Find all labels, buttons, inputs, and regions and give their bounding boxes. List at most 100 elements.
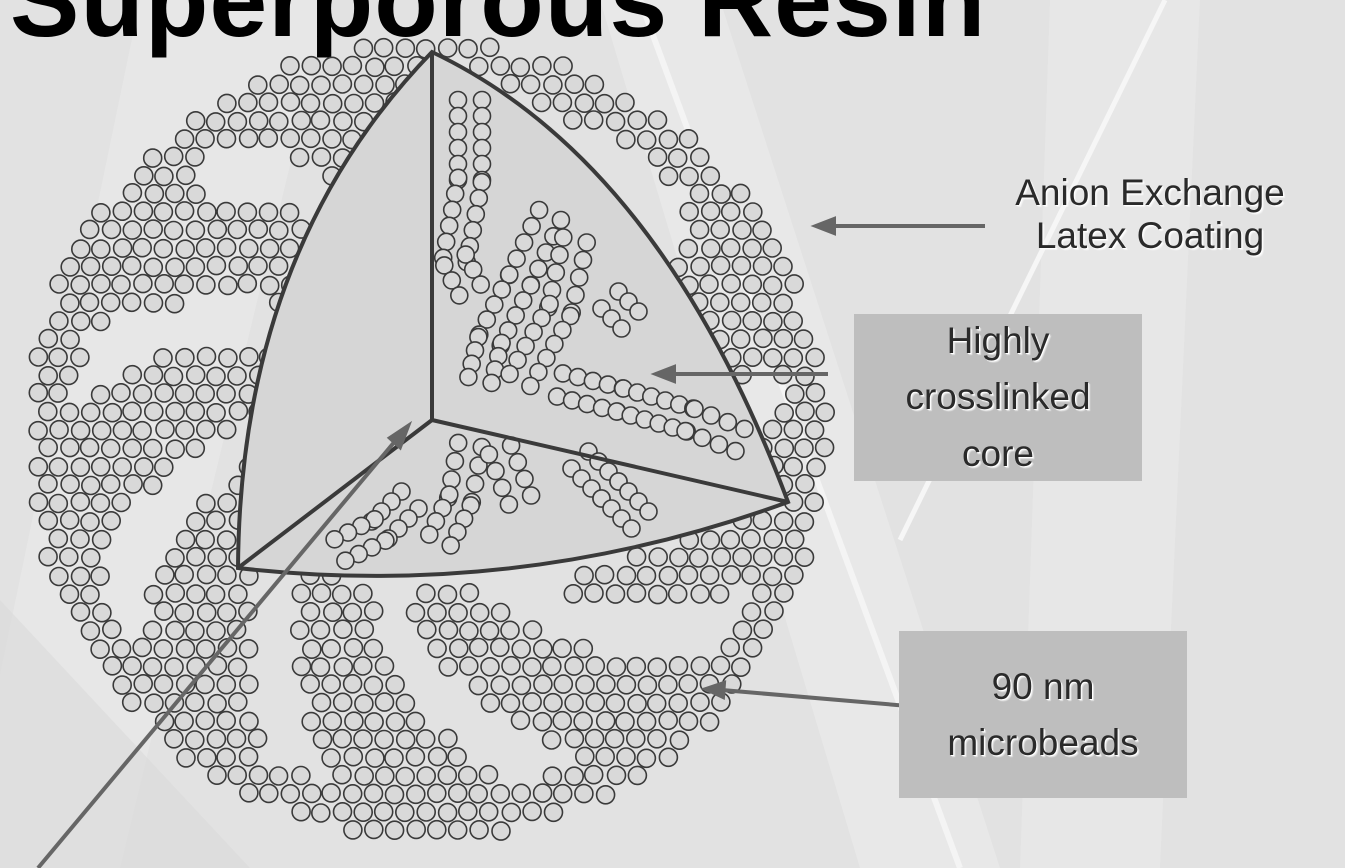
microbead — [617, 676, 635, 694]
microbead — [784, 458, 802, 476]
microbead — [775, 439, 793, 457]
microbead — [680, 130, 698, 148]
pore-bead — [441, 217, 458, 234]
microbead — [93, 531, 111, 549]
microbead — [229, 257, 247, 275]
microbead — [732, 330, 750, 348]
microbead — [732, 184, 750, 202]
pore-bead — [450, 434, 467, 451]
microbead — [261, 277, 279, 295]
microbead — [545, 803, 563, 821]
microbead — [155, 167, 173, 185]
microbead — [574, 712, 592, 730]
microbead — [81, 513, 99, 531]
microbead — [449, 821, 467, 839]
microbead — [365, 820, 383, 838]
microbead — [753, 584, 771, 602]
microbead — [691, 258, 709, 276]
microbead — [103, 657, 121, 675]
microbead — [439, 39, 457, 57]
microbead — [438, 766, 456, 784]
microbead — [155, 602, 173, 620]
microbead — [554, 675, 572, 693]
microbead — [333, 586, 351, 604]
microbead — [92, 240, 110, 258]
microbead — [439, 658, 457, 676]
microbead — [123, 439, 141, 457]
microbead — [376, 657, 394, 675]
microbead — [156, 566, 174, 584]
microbead — [366, 749, 384, 767]
microbead — [387, 713, 405, 731]
microbead — [680, 566, 698, 584]
microbead — [732, 257, 750, 275]
microbead — [240, 348, 258, 366]
microbead — [690, 549, 708, 567]
microbead — [344, 675, 362, 693]
core-label-line-1: Highly — [947, 313, 1050, 369]
microbead — [92, 313, 110, 331]
microbead — [196, 531, 214, 549]
microbead — [775, 404, 793, 422]
microbead — [72, 312, 90, 330]
microbead — [217, 712, 235, 730]
microbead — [617, 131, 635, 149]
microbead — [155, 675, 173, 693]
microbead — [135, 167, 153, 185]
microbead — [344, 821, 362, 839]
pore-bead — [549, 388, 566, 405]
microbead — [680, 168, 698, 186]
pore-bead — [623, 520, 640, 537]
microbead — [292, 803, 310, 821]
microbead — [303, 640, 321, 658]
microbead — [522, 75, 540, 93]
microbead — [50, 275, 68, 293]
pore-bead — [727, 443, 744, 460]
pore-bead — [444, 201, 461, 218]
microbead — [534, 640, 552, 658]
microbead — [617, 748, 635, 766]
microbead — [187, 112, 205, 130]
microbead — [144, 258, 162, 276]
microbead — [502, 657, 520, 675]
microbead — [133, 422, 151, 440]
microbead — [628, 695, 646, 713]
pore-bead — [575, 252, 592, 269]
microbead — [805, 493, 823, 511]
microbead — [322, 749, 340, 767]
microbead — [124, 475, 142, 493]
microbead — [82, 477, 100, 495]
microbead — [586, 693, 604, 711]
microbead — [102, 440, 120, 458]
microbead — [49, 384, 67, 402]
microbead — [753, 294, 771, 312]
microbead — [334, 693, 352, 711]
microbead — [91, 640, 109, 658]
microbead — [323, 712, 341, 730]
pore-bead — [447, 185, 464, 202]
microbead — [575, 567, 593, 585]
microbead — [407, 604, 425, 622]
microbead — [691, 148, 709, 166]
microbead — [732, 293, 750, 311]
microbead — [764, 313, 782, 331]
microbead — [229, 658, 247, 676]
microbead — [355, 75, 373, 93]
microbead — [722, 203, 740, 221]
microbead — [39, 330, 57, 348]
pore-bead — [551, 247, 568, 264]
microbead — [712, 257, 730, 275]
pore-bead — [464, 222, 481, 239]
microbead — [691, 185, 709, 203]
microbead — [606, 730, 624, 748]
microbead — [784, 420, 802, 438]
microbead — [145, 366, 163, 384]
microbead — [114, 239, 132, 257]
microbead — [91, 567, 109, 585]
microbead — [616, 94, 634, 112]
microbead — [229, 402, 247, 420]
microbead — [753, 221, 771, 239]
microbead — [217, 748, 235, 766]
microbead — [344, 785, 362, 803]
microbead — [628, 548, 646, 566]
